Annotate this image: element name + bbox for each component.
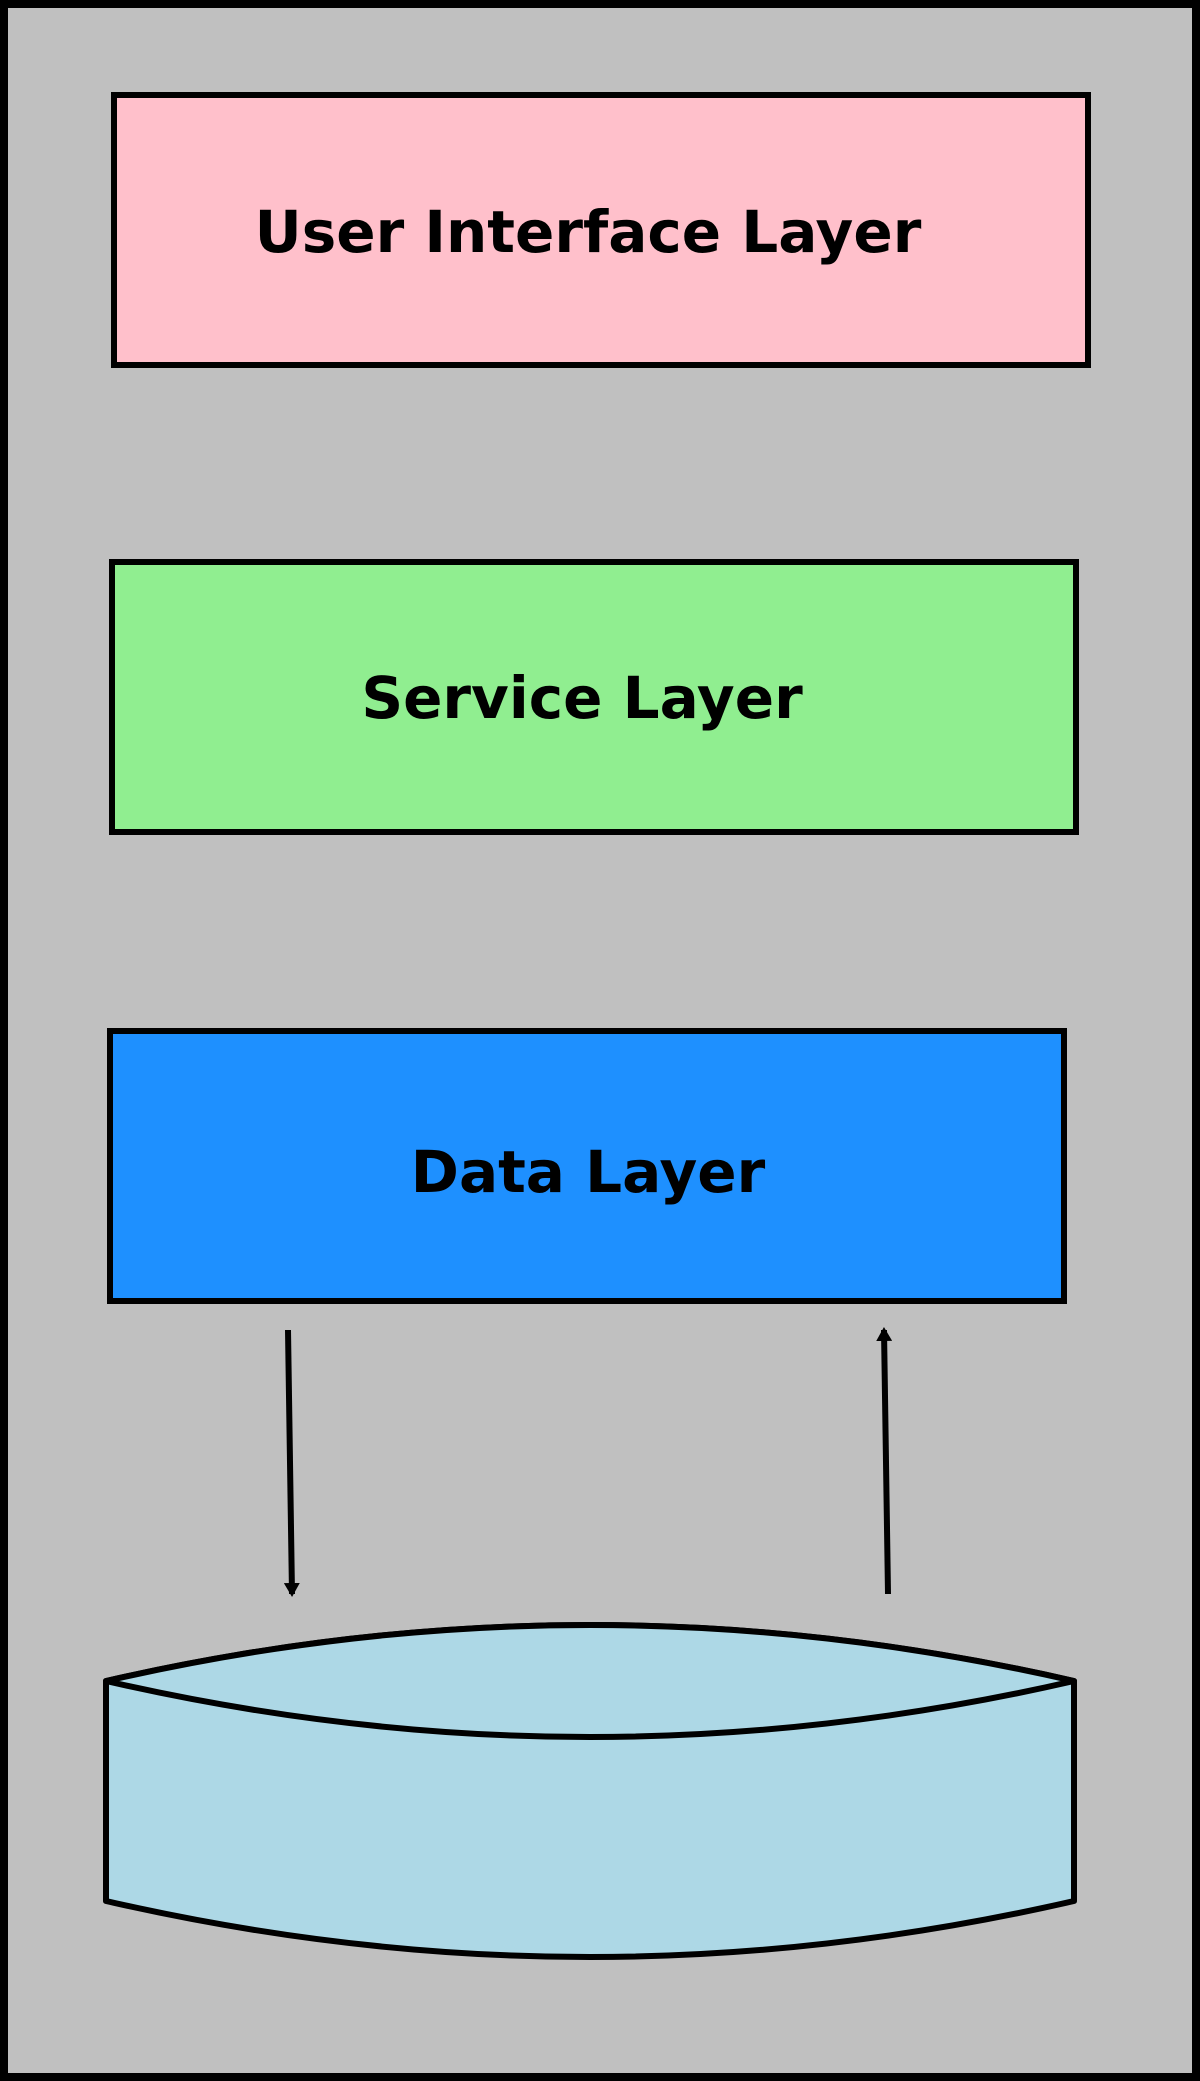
database-top-rim (103, 1622, 1077, 1740)
service-layer-box (109, 559, 1079, 835)
arrow-down-to-database (283, 1329, 300, 1597)
user-interface-layer-label: User Interface Layer (255, 198, 922, 266)
service-layer: Service Layer (109, 559, 1079, 835)
data-layer: Data Layer (107, 1028, 1067, 1304)
user-interface-layer: User Interface Layer (111, 92, 1091, 368)
arrow-up-to-data-layer (876, 1327, 893, 1595)
data-layer-label: Data Layer (411, 1138, 766, 1206)
user-interface-layer-box (111, 92, 1091, 368)
data-layer-box (107, 1028, 1067, 1304)
database-cylinder-icon (103, 1622, 1077, 1960)
service-layer-label: Service Layer (361, 664, 803, 732)
